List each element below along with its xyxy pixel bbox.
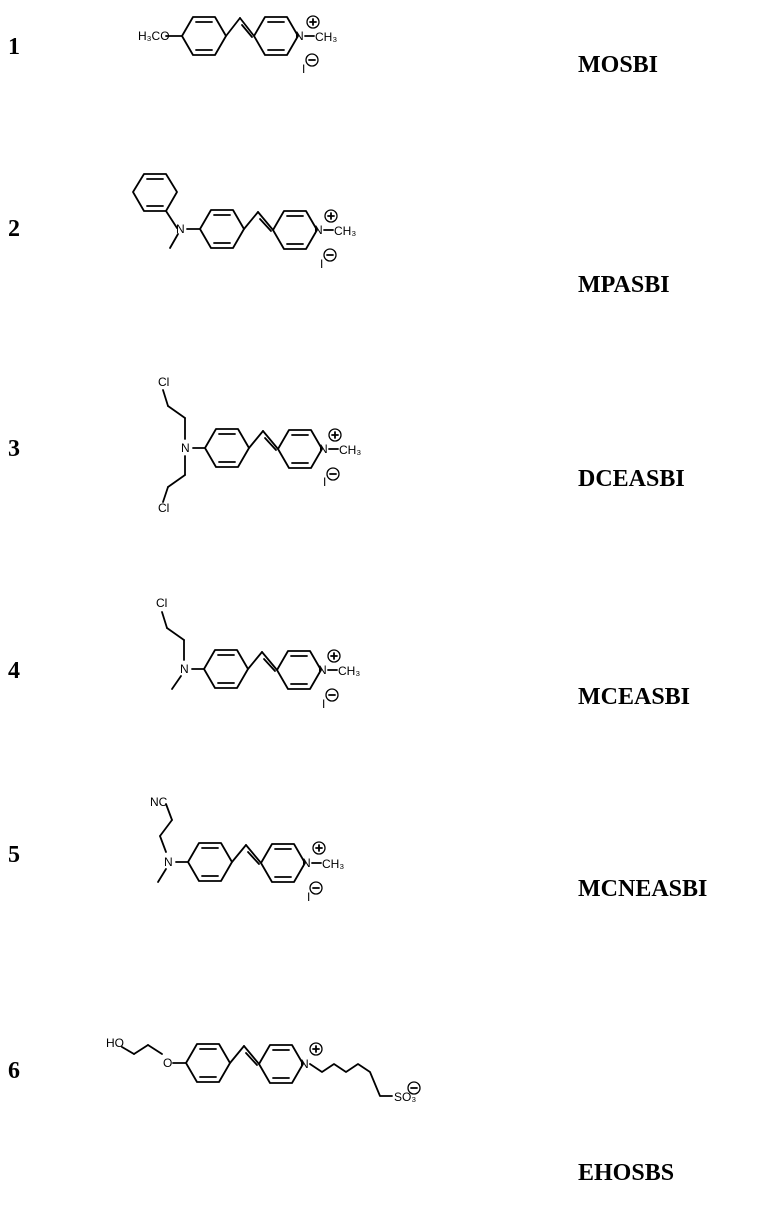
structure-mpasbi: N N CH₃ I	[132, 173, 356, 271]
compound-number: 5	[8, 842, 20, 868]
structure-mceasbi: Cl N N CH₃ I	[156, 596, 360, 711]
nitrile-label: NC	[150, 795, 168, 809]
methoxy-label: H₃CO	[138, 29, 170, 43]
counterion-label: I	[320, 257, 323, 271]
n-methyl-label: CH₃	[322, 857, 344, 871]
compound-number: 3	[8, 436, 20, 462]
ring-n-label: N	[318, 663, 327, 677]
ring-n-label: N	[300, 1057, 309, 1071]
structure-ehosbs: HO O N SO₃	[106, 1036, 421, 1104]
compound-2: 2 N N CH₃ I MPASBI	[0, 170, 769, 370]
compound-4: 4 Cl N N CH₃ I MCEASBI	[0, 580, 769, 770]
plus-charge-icon	[327, 649, 341, 663]
plus-charge-icon	[306, 15, 320, 29]
n-methyl-label: CH₃	[339, 443, 361, 457]
chloro-label-bottom: Cl	[158, 501, 169, 515]
ether-o-label: O	[163, 1056, 172, 1070]
compound-name: MOSBI	[578, 52, 659, 78]
compound-name: DCEASBI	[578, 466, 685, 492]
counterion-label: I	[323, 475, 326, 489]
structure-mosbi: H₃CO N CH₃ I	[138, 15, 337, 76]
minus-charge-icon	[326, 467, 340, 481]
minus-charge-icon	[305, 53, 319, 67]
ring-n-label: N	[314, 223, 323, 237]
compound-number: 6	[8, 1058, 20, 1084]
counterion-label: I	[307, 890, 310, 904]
structure-dceasbi: Cl N Cl N CH₃ I	[158, 375, 361, 515]
n-methyl-label: CH₃	[334, 224, 356, 238]
ring-n-label: N	[319, 442, 328, 456]
compound-6: 6 HO O N SO₃ EHOSBS	[0, 970, 769, 1213]
minus-charge-icon	[309, 881, 323, 895]
plus-charge-icon	[328, 428, 342, 442]
compound-name: MCEASBI	[578, 684, 691, 710]
compound-5: 5 NC N N CH₃ I MCNEASBI	[0, 770, 769, 970]
plus-charge-icon	[309, 1042, 323, 1056]
compound-number: 2	[8, 216, 20, 242]
compound-name: MPASBI	[578, 272, 670, 298]
minus-charge-icon	[325, 688, 339, 702]
hydroxy-label: HO	[106, 1036, 124, 1050]
n-methyl-label: CH₃	[315, 30, 337, 44]
compound-number: 1	[8, 34, 20, 60]
structure-mcneasbi: NC N N CH₃ I	[150, 795, 344, 904]
amine-n-label: N	[181, 441, 190, 455]
compound-name: EHOSBS	[578, 1160, 675, 1186]
compound-number: 4	[8, 658, 20, 684]
compound-name: MCNEASBI	[578, 876, 708, 902]
chloro-label-top: Cl	[158, 375, 169, 389]
n-methyl-label: CH₃	[338, 664, 360, 678]
minus-charge-icon	[407, 1081, 421, 1095]
ring-n-label: N	[302, 856, 311, 870]
amine-n-label: N	[176, 222, 185, 236]
ring-n-label: N	[295, 29, 304, 43]
sulfonate-label: SO₃	[394, 1090, 416, 1104]
counterion-label: I	[322, 697, 325, 711]
counterion-label: I	[302, 62, 305, 76]
plus-charge-icon	[324, 209, 338, 223]
plus-charge-icon	[312, 841, 326, 855]
amine-n-label: N	[164, 855, 173, 869]
compound-3: 3 Cl N Cl N CH₃ I DCEASBI	[0, 370, 769, 580]
chloro-label: Cl	[156, 596, 167, 610]
minus-charge-icon	[323, 248, 337, 262]
compound-1: 1 H₃CO N CH₃ I MOSBI	[0, 0, 769, 170]
amine-n-label: N	[180, 662, 189, 676]
